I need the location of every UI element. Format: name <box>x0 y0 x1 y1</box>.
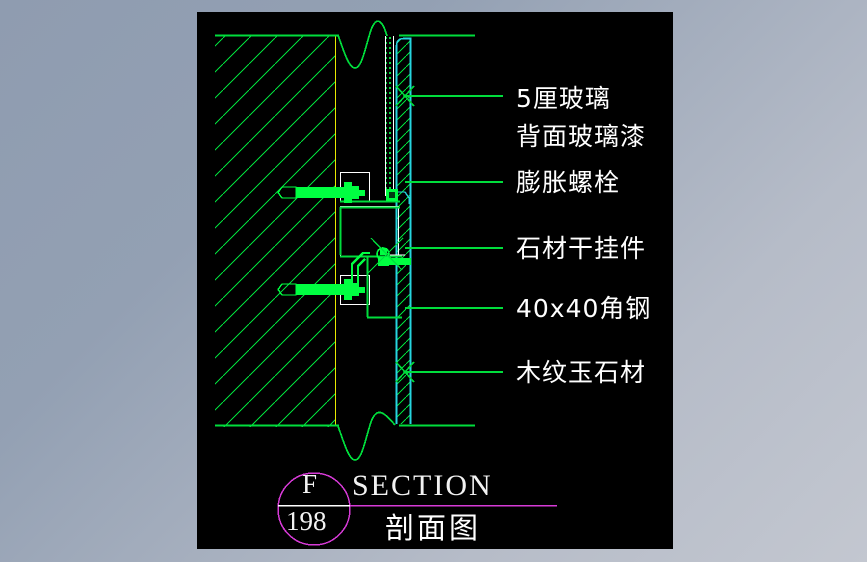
break-line-top <box>337 20 388 69</box>
break-line-bottom <box>337 411 396 461</box>
drawing-canvas[interactable]: 5厘玻璃 背面玻璃漆 膨胀螺栓 石材干挂件 40x40角钢 木纹玉石材 F 19… <box>197 12 673 549</box>
leader-lines <box>395 85 503 383</box>
leader-tick-stone-b <box>395 361 415 383</box>
concrete-wall <box>215 35 337 427</box>
angle-steel-box <box>339 205 400 258</box>
glass-seat-bracket <box>386 189 410 204</box>
expansion-bolt-lower <box>277 279 365 300</box>
stone-panel-outline <box>395 37 412 424</box>
stone-panel <box>395 37 412 424</box>
stone-dry-hang-bracket <box>350 237 411 296</box>
glass-panel <box>384 36 395 196</box>
detail-marker-circle <box>277 472 351 546</box>
title-block-graphics <box>277 472 557 546</box>
expansion-bolt-upper <box>277 182 365 203</box>
cad-drawing-svg <box>215 20 557 546</box>
leader-tick-glass-b <box>395 85 415 107</box>
